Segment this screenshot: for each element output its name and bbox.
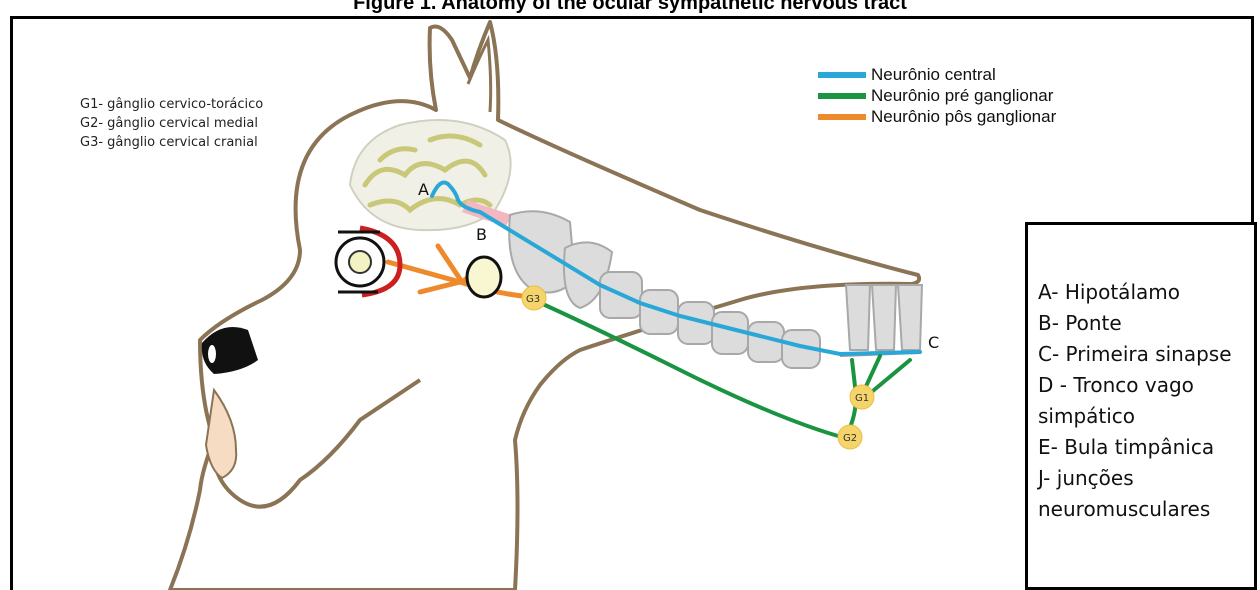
legend-row-postganglionic: Neurônio pôs ganglionar: [818, 106, 1056, 127]
key-item: E- Bula timpânica: [1038, 432, 1254, 463]
label-a: A: [418, 180, 429, 199]
label-g1: G1: [855, 393, 869, 404]
nostril-highlight: [208, 345, 216, 363]
key-item: neuromusculares: [1038, 494, 1254, 525]
nerve-legend: Neurônio central Neurônio pré ganglionar…: [818, 64, 1056, 127]
legend-swatch-central: [818, 72, 866, 78]
legend-label-postganglionic: Neurônio pôs ganglionar: [871, 106, 1056, 127]
legend-swatch-preganglionic: [818, 93, 866, 99]
key-item: simpático: [1038, 401, 1254, 432]
key-box: A- Hipotálamo B- Ponte C- Primeira sinap…: [1025, 222, 1257, 590]
legend-label-central: Neurônio central: [871, 64, 996, 85]
ganglia-legend-item: G3- gânglio cervical cranial: [80, 133, 263, 152]
label-g3: G3: [526, 294, 540, 305]
tympanic-bulla: [467, 257, 501, 297]
key-item: A- Hipotálamo: [1038, 277, 1254, 308]
legend-row-preganglionic: Neurônio pré ganglionar: [818, 85, 1056, 106]
ganglia-legend-item: G2- gânglio cervical medial: [80, 114, 263, 133]
legend-row-central: Neurônio central: [818, 64, 1056, 85]
label-b: B: [476, 225, 487, 244]
legend-label-preganglionic: Neurônio pré ganglionar: [871, 85, 1053, 106]
label-c: C: [928, 333, 939, 352]
ganglia-legend: G1- gânglio cervico-torácico G2- gânglio…: [80, 95, 263, 152]
key-item: D - Tronco vago: [1038, 370, 1254, 401]
ganglia-legend-item: G1- gânglio cervico-torácico: [80, 95, 263, 114]
legend-swatch-postganglionic: [818, 114, 866, 120]
label-g2: G2: [843, 433, 857, 444]
key-item: J- junções: [1038, 463, 1254, 494]
key-item: B- Ponte: [1038, 308, 1254, 339]
key-item: C- Primeira sinapse: [1038, 339, 1254, 370]
